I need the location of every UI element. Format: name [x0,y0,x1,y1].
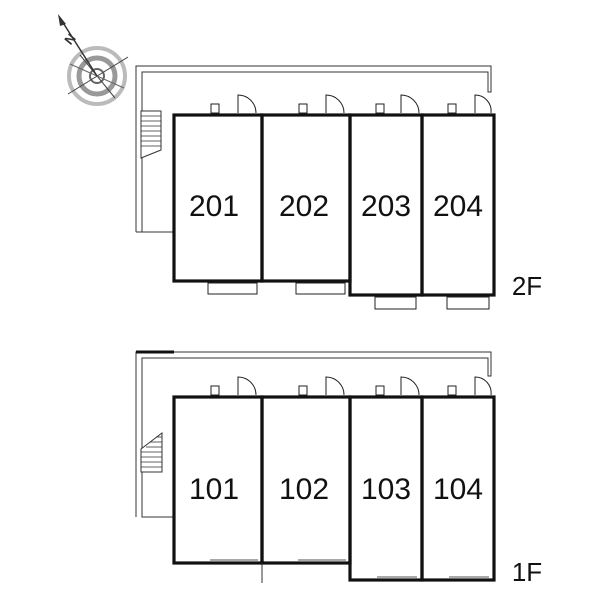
floor-label-1f: 1F [512,557,542,587]
balconies-2f [207,282,490,310]
floor-2f-plan: 201 202 203 204 2F [135,65,542,310]
unit-label-202: 202 [279,190,329,223]
unit-label-204: 204 [433,190,483,223]
doors-1f [210,376,492,396]
unit-label-201: 201 [189,190,239,223]
floor-label-2f: 2F [512,271,542,301]
unit-label-103: 103 [361,473,411,506]
unit-label-203: 203 [361,190,411,223]
stair-1f [140,431,163,473]
doors-2f [210,94,492,114]
unit-204-outline [420,113,496,297]
compass-icon: N [58,14,129,106]
unit-label-102: 102 [279,473,329,506]
floor-1f-plan: 101 102 103 104 1F [135,350,542,587]
windows-1f [210,559,489,578]
stair-2f [140,110,162,159]
unit-104-outline [420,395,496,582]
compass-north-letter: N [61,31,79,48]
unit-label-104: 104 [433,473,483,506]
unit-label-101: 101 [189,473,239,506]
